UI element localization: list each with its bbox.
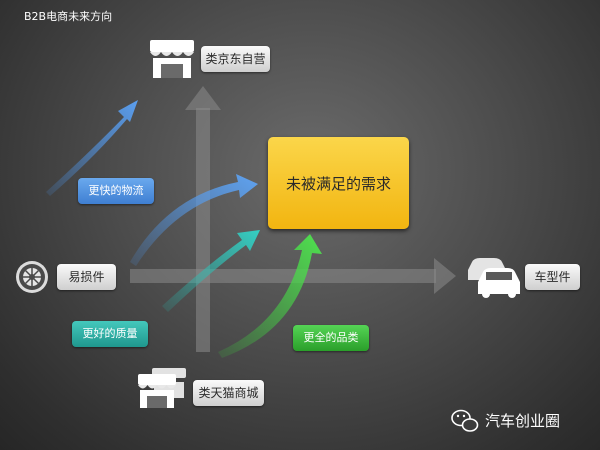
vertical-axis <box>185 86 221 352</box>
center-text: 未被满足的需求 <box>285 174 391 193</box>
arrow-fuller-category <box>218 234 322 358</box>
top-label: 类京东自营 <box>201 46 270 72</box>
page-title: B2B电商未来方向 <box>24 10 113 23</box>
arrow-better-quality-top <box>130 174 258 266</box>
tag-better-quality: 更好的质量 <box>72 321 148 347</box>
store-icon <box>150 40 194 78</box>
tire-icon <box>16 261 48 293</box>
wechat-icon <box>451 409 479 432</box>
tag-faster-logistics: 更快的物流 <box>78 178 154 204</box>
stores-icon <box>138 368 186 408</box>
left-label: 易损件 <box>57 264 116 290</box>
tag-fuller-category: 更全的品类 <box>293 325 369 351</box>
watermark: 汽车创业圈 <box>485 406 560 434</box>
cars-icon <box>468 258 520 298</box>
bottom-label: 类天猫商城 <box>193 380 264 406</box>
watermark-text: 汽车创业圈 <box>485 411 561 430</box>
arrow-faster-logistics <box>46 100 138 196</box>
arrow-better-quality <box>162 230 260 312</box>
unmet-demand-box: 未被满足的需求 <box>268 137 409 229</box>
right-label: 车型件 <box>525 264 580 290</box>
